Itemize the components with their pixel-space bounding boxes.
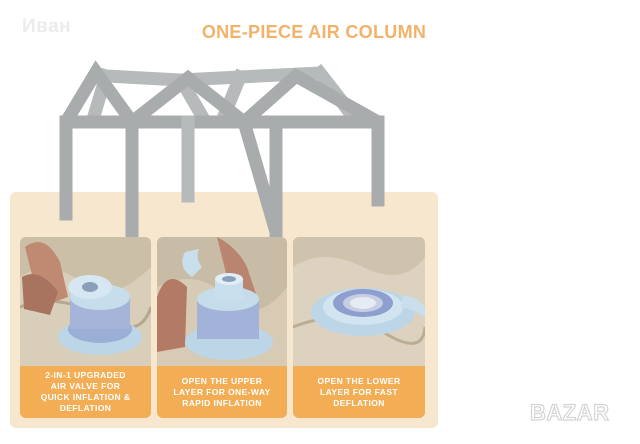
card-caption: 2-IN-1 UPGRADED AIR VALVE FOR QUICK INFL…: [20, 366, 151, 418]
valve-photo-illustration: [20, 237, 151, 367]
page-title: ONE-PIECE AIR COLUMN: [201, 22, 427, 42]
feature-card-valve: 2-IN-1 UPGRADED AIR VALVE FOR QUICK INFL…: [20, 237, 151, 418]
bazar-logo: BAZAR: [528, 392, 632, 436]
card-caption: OPEN THE LOWER LAYER FOR FAST DEFLATION: [293, 366, 425, 418]
upper-layer-photo-illustration: [157, 237, 287, 367]
caption-text: 2-IN-1 UPGRADED AIR VALVE FOR QUICK INFL…: [40, 370, 131, 413]
caption-text: OPEN THE LOWER LAYER FOR FAST DEFLATION: [317, 375, 401, 408]
caption-text: OPEN THE UPPER LAYER FOR ONE-WAY RAPID I…: [173, 375, 271, 408]
watermark-text: Иван: [22, 16, 72, 37]
feature-card-upper-layer: OPEN THE UPPER LAYER FOR ONE-WAY RAPID I…: [157, 237, 287, 418]
feature-card-lower-layer: OPEN THE LOWER LAYER FOR FAST DEFLATION: [293, 237, 425, 418]
card-caption: OPEN THE UPPER LAYER FOR ONE-WAY RAPID I…: [157, 366, 287, 418]
bazar-logo-text: BAZAR: [529, 399, 610, 425]
lower-layer-photo-illustration: [293, 237, 425, 367]
